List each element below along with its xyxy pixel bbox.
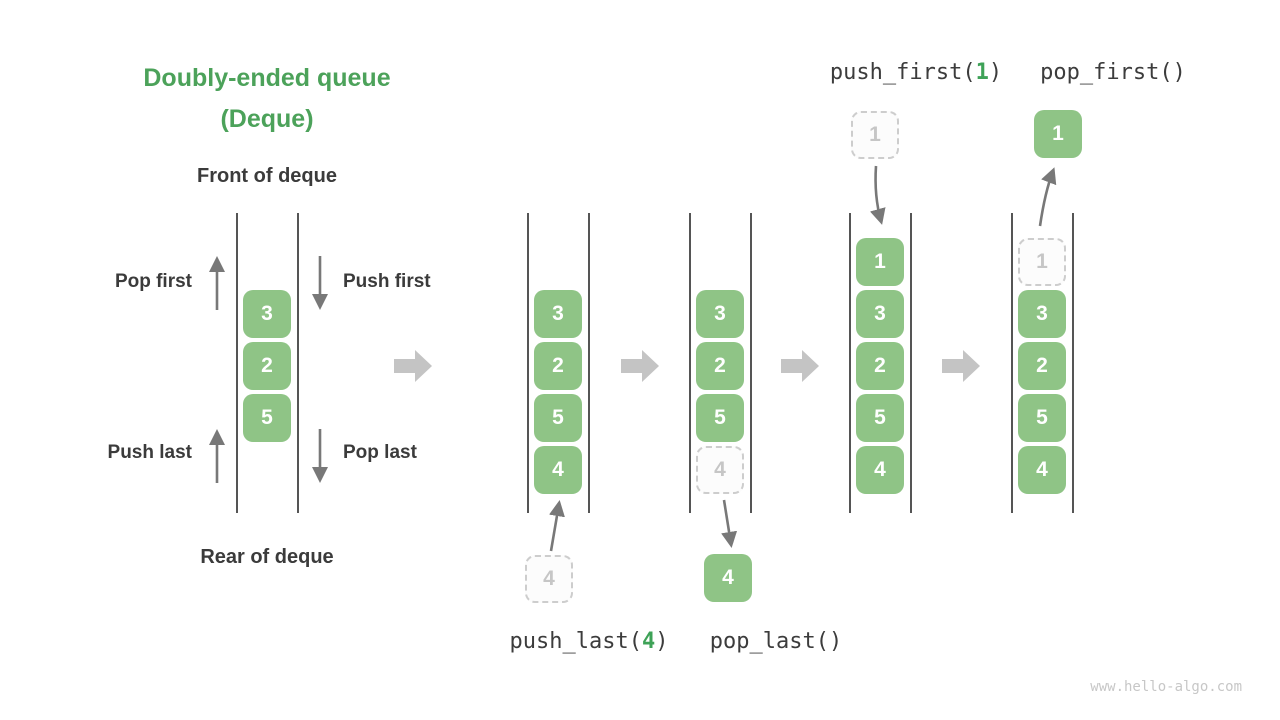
deque-cell: 5 (696, 394, 744, 442)
deque-cell: 5 (856, 394, 904, 442)
deque-cell: 5 (1018, 394, 1066, 442)
deque-cell: 5 (243, 394, 291, 442)
transition-arrow-icon (394, 350, 432, 382)
deque-cell: 3 (696, 290, 744, 338)
pop-last-output-box: 4 (704, 554, 752, 602)
deque-cell: 3 (243, 290, 291, 338)
pop-last-code-label: pop_last() (709, 629, 843, 654)
deque-cell: 4 (1018, 446, 1066, 494)
transition-arrow-icon (621, 350, 659, 382)
deque-cell: 1 (856, 238, 904, 286)
deque-cell: 2 (243, 342, 291, 390)
removed-slot-ghost: 4 (696, 446, 744, 494)
push-first-code-label: push_first(1) (830, 60, 1002, 85)
channel-line (588, 213, 590, 513)
pop-last-label: Pop last (343, 442, 417, 463)
channel-line (297, 213, 299, 513)
deque-cell: 2 (696, 342, 744, 390)
pop-first-code-label: pop_first() (1040, 60, 1186, 85)
push-last-label: Push last (107, 442, 192, 463)
channel-line (1072, 213, 1074, 513)
channel-line (750, 213, 752, 513)
deque-cell: 2 (856, 342, 904, 390)
code-arg: 4 (641, 629, 656, 654)
deque-cell: 4 (856, 446, 904, 494)
deque-after-pop-last: 3 2 5 4 (689, 213, 752, 513)
push-first-label: Push first (343, 271, 431, 292)
removed-slot-ghost: 1 (1018, 238, 1066, 286)
deque-after-pop-first: 1 3 2 5 4 (1011, 213, 1074, 513)
deque-cell: 2 (1018, 342, 1066, 390)
push-last-input-box: 4 (525, 555, 573, 603)
deque-cell: 2 (534, 342, 582, 390)
code-text: ) (655, 629, 669, 654)
deque-cell: 3 (534, 290, 582, 338)
channel-line (849, 213, 851, 513)
push-last-code-label: push_last(4) (510, 629, 669, 654)
code-text: push_last( (509, 629, 642, 654)
title-line-1: Doubly-ended queue (143, 64, 391, 92)
title-line-2: (Deque) (220, 105, 314, 133)
deque-cell: 4 (534, 446, 582, 494)
deque-demo: 3 2 5 (236, 213, 299, 513)
deque-cell: 5 (534, 394, 582, 442)
transition-arrow-icon (781, 350, 819, 382)
pop-first-output-box: 1 (1034, 110, 1082, 158)
push-first-input-box: 1 (851, 111, 899, 159)
code-text: push_first( (829, 60, 976, 85)
pop-first-label: Pop first (114, 271, 192, 292)
channel-line (689, 213, 691, 513)
transition-arrow-icon (942, 350, 980, 382)
code-text: ) (988, 60, 1003, 85)
code-arg: 1 (975, 60, 989, 85)
deque-after-push-first: 1 3 2 5 4 (849, 213, 912, 513)
channel-line (527, 213, 529, 513)
channel-line (910, 213, 912, 513)
channel-line (236, 213, 238, 513)
deque-cell: 3 (1018, 290, 1066, 338)
front-of-deque-label: Front of deque (197, 165, 337, 187)
rear-of-deque-label: Rear of deque (200, 546, 334, 568)
channel-line (1011, 213, 1013, 513)
deque-cell: 3 (856, 290, 904, 338)
watermark: www.hello-algo.com (1090, 679, 1242, 695)
page-title: Doubly-ended queue (Deque) (117, 58, 417, 140)
deque-after-push-last: 3 2 5 4 (527, 213, 590, 513)
